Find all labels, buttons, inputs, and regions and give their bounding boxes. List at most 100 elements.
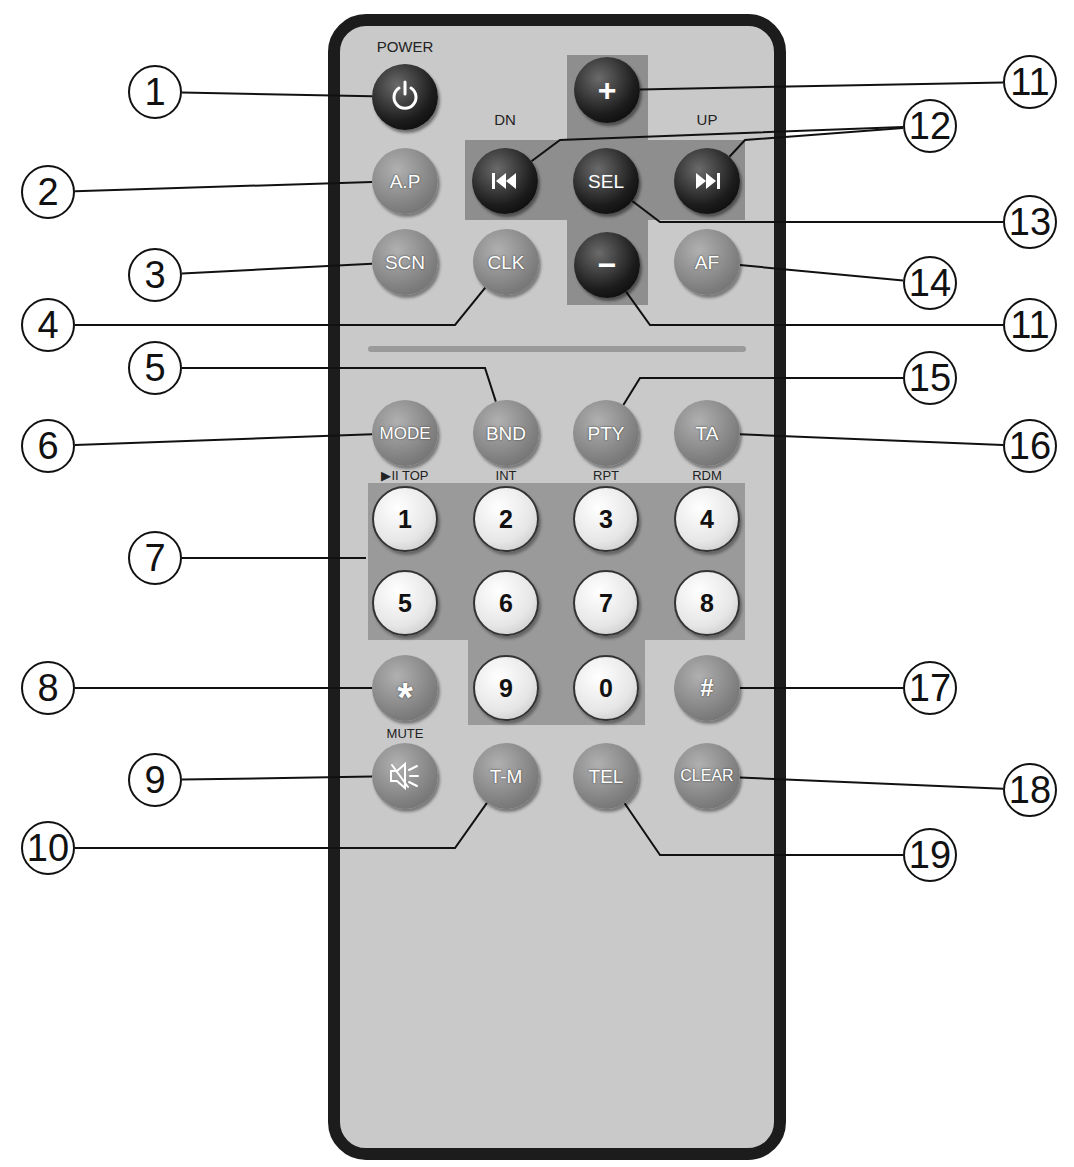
button-caption: DN [494, 112, 516, 129]
callout-number: 8 [37, 669, 58, 707]
remote-button: UP [674, 112, 740, 215]
button-face: 8 [674, 570, 740, 636]
button-face: # [674, 655, 740, 721]
remote-button: TA [674, 400, 740, 466]
icon-stroke [717, 173, 720, 189]
button-label: − [598, 249, 617, 281]
leader-line [729, 128, 903, 157]
callout-circle: 14 [903, 256, 957, 310]
callout-number: 19 [909, 836, 951, 874]
callout-number: 4 [37, 306, 58, 344]
callout-circle: 4 [21, 298, 75, 352]
button-label: 2 [499, 507, 513, 532]
callout-ring: 16 [1003, 419, 1057, 473]
button-label: MODE [380, 425, 431, 442]
icon-stroke [506, 173, 516, 189]
button-face: − [574, 232, 640, 298]
button-face: SCN [372, 229, 438, 295]
remote-button: # [674, 655, 740, 721]
button-label: BND [486, 424, 526, 443]
button-face: 7 [573, 570, 639, 636]
callout-ring: 3 [128, 248, 182, 302]
callout-ring: 15 [903, 351, 957, 405]
remote-button: TEL [573, 743, 639, 809]
button-label: T-M [490, 767, 523, 786]
button-face: 2 [473, 486, 539, 552]
callout-circle: 1 [128, 65, 182, 119]
callout-circle: 8 [21, 661, 75, 715]
icon-stroke [706, 173, 716, 189]
icon-glyph [492, 173, 516, 189]
button-face: * [372, 655, 438, 721]
callout-circle: 15 [903, 351, 957, 405]
callout-number: 2 [37, 173, 58, 211]
callout-number: 1 [144, 73, 165, 111]
icon-stroke [409, 766, 418, 786]
button-caption: INT [496, 469, 517, 483]
icon-stroke [391, 764, 405, 788]
button-label: 0 [599, 676, 613, 701]
callout-circle: 10 [21, 821, 75, 875]
button-face: T-M [473, 743, 539, 809]
remote-button: T-M [473, 743, 539, 809]
callout-ring: 1 [128, 65, 182, 119]
callout-number: 5 [144, 349, 165, 387]
leader-line [740, 777, 1003, 788]
callout-ring: 19 [903, 828, 957, 882]
separator-bar [368, 346, 746, 352]
leader-line [75, 434, 372, 445]
remote-button: RDM 4 [674, 469, 740, 552]
button-label: CLK [488, 253, 525, 272]
callout-circle: 11 [1003, 298, 1057, 352]
button-face: CLEAR [674, 743, 740, 809]
remote-button: CLEAR [674, 743, 740, 809]
leader-line [625, 803, 903, 855]
callout-ring: 4 [21, 298, 75, 352]
callout-circle: 2 [21, 165, 75, 219]
callout-ring: 9 [128, 753, 182, 807]
prev-icon [472, 148, 538, 214]
button-face: TEL [573, 743, 639, 809]
button-caption: MUTE [387, 727, 424, 741]
remote-housing [334, 20, 780, 1154]
button-label: 5 [398, 591, 412, 616]
callout-ring: 8 [21, 661, 75, 715]
callout-circle: 13 [1003, 195, 1057, 249]
icon-stroke [696, 173, 706, 189]
remote-button: A.P [372, 148, 438, 214]
leader-line [75, 182, 372, 191]
callout-number: 17 [909, 669, 951, 707]
callout-number: 11 [1010, 63, 1049, 101]
callout-ring: 18 [1003, 763, 1057, 817]
callout-circle: 6 [21, 419, 75, 473]
button-label: TA [696, 424, 719, 443]
leader-line [75, 687, 372, 689]
callout-ring: 11 [1003, 55, 1057, 109]
remote-button: MODE [372, 400, 438, 466]
icon-stroke [404, 82, 407, 94]
button-face: 4 [674, 486, 740, 552]
callout-number: 16 [1009, 427, 1051, 465]
callout-ring: 14 [903, 256, 957, 310]
button-label: SEL [588, 172, 624, 191]
remote-button: 8 [674, 570, 740, 636]
callout-number: 6 [37, 427, 58, 465]
leader-line [182, 557, 366, 559]
remote-button: DN [472, 112, 538, 215]
icon-stroke [394, 88, 416, 108]
button-face: 0 [573, 655, 639, 721]
remote-button: INT 2 [473, 469, 539, 552]
leader-line [640, 83, 1003, 90]
leader-line [740, 265, 903, 280]
button-face: + [574, 57, 640, 123]
nav-pad-panel [465, 55, 745, 305]
callout-circle: 3 [128, 248, 182, 302]
remote-button: SEL [573, 148, 639, 214]
callout-ring: 5 [128, 341, 182, 395]
button-caption: RDM [692, 469, 722, 483]
icon-glyph [696, 173, 720, 189]
button-face [372, 743, 438, 809]
button-face: TA [674, 400, 740, 466]
leader-line [75, 803, 487, 848]
callout-number: 3 [144, 256, 165, 294]
